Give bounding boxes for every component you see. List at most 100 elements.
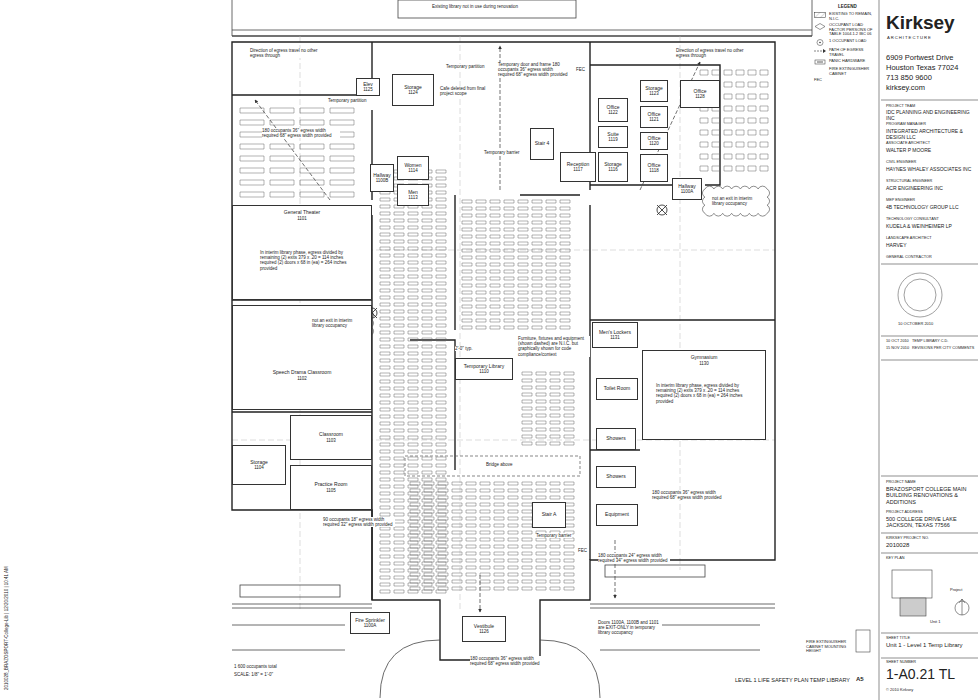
legend-row: FECFIRE EXTINGUISHER CABINET xyxy=(814,67,876,85)
note-label: 4B TECHNOLOGY GROUP LLC xyxy=(886,205,959,211)
room-box: Office1128 xyxy=(680,80,720,108)
key-plan xyxy=(892,570,969,616)
note-label: Houston Texas 77024 xyxy=(886,64,958,73)
note-label: IDC PLANNING AND ENGINEERING INC xyxy=(886,110,976,122)
egress-sample xyxy=(823,49,826,53)
legend-slot: EXISTING TO REMAIN, N.I.C. xyxy=(829,12,876,21)
room-box: Men's Lockers1131 xyxy=(592,322,638,348)
room-box: Storage1104 xyxy=(232,445,286,485)
note-label: PROJECT TEAM xyxy=(886,104,915,108)
site-curbs xyxy=(240,585,340,597)
note-label: GENERAL CONTRACTOR xyxy=(886,255,932,259)
walls xyxy=(590,320,775,450)
egress-sample xyxy=(814,48,826,54)
key-plan xyxy=(892,570,932,598)
note-label: STRUCTURAL ENGINEER xyxy=(886,179,932,183)
note-label: 2'-0" typ. xyxy=(455,346,472,351)
exit-marks xyxy=(657,205,667,215)
note-label: Bridge above xyxy=(486,462,513,467)
room-name: Showers xyxy=(606,436,625,442)
note-label: Cafe deleted from final project scope xyxy=(440,86,488,96)
room-box: Men1113 xyxy=(397,184,429,206)
note-label: KEY PLAN xyxy=(886,556,905,560)
room-number: 1100B xyxy=(376,178,389,183)
fec-sample-slot: FEC xyxy=(814,67,826,85)
cloud-note: not an exit in interim library occupancy xyxy=(312,318,364,328)
room-name: Equipment xyxy=(605,512,629,518)
room-number: 1126 xyxy=(479,629,489,634)
room-number: 1102 xyxy=(297,376,307,381)
room-name: Practice Room xyxy=(315,482,348,488)
bridge-outline xyxy=(405,456,580,476)
hatch-sample xyxy=(814,12,825,17)
site-curbs xyxy=(232,565,775,698)
room-number: 1105 xyxy=(326,488,336,493)
existing-library-band xyxy=(812,0,813,36)
room-number: 1104 xyxy=(254,465,264,470)
legend-row: EXISTING TO REMAIN, N.I.C. xyxy=(814,12,876,21)
room-number: 1116 xyxy=(608,167,617,172)
note-label: 180 occupants 36" egress width required … xyxy=(652,490,726,500)
room-name: Storage xyxy=(604,162,622,168)
note-label: FEC xyxy=(576,67,585,72)
note-label: KUDELA & WEINHEIMER LP xyxy=(886,224,952,230)
hatch-sample xyxy=(814,12,826,18)
room-number: 1124 xyxy=(408,90,418,95)
room-name: Speech Drama Classroom xyxy=(273,370,332,376)
note-label: Existing library not in use during renov… xyxy=(432,4,518,9)
room-number: 1103 xyxy=(326,438,336,443)
room-name: Elev xyxy=(363,82,373,88)
key-plan xyxy=(959,599,965,615)
room-box: Showers xyxy=(596,466,636,488)
occupant-sample xyxy=(819,42,821,44)
note-label: ASSOCIATE ARCHITECT xyxy=(886,141,930,145)
room-name: Fire Sprinkler xyxy=(355,618,385,624)
room-box: Classroom1103 xyxy=(290,415,372,460)
room-name: Men xyxy=(408,190,418,196)
room-name: Storage xyxy=(404,85,422,91)
room-number: 1118 xyxy=(649,168,658,173)
room-number: 1122 xyxy=(608,110,618,115)
note-label: PROGRAM MANAGER xyxy=(886,122,926,126)
room-box: Vestibule1126 xyxy=(462,616,506,642)
room-number: 1125 xyxy=(363,87,373,92)
room-box: Equipment xyxy=(596,504,638,526)
legend-slot: PATH OF EGRESS TRAVEL xyxy=(829,48,876,57)
legend-row: OCCUPANT LOAD FACTOR PERSONS OF TABLE 10… xyxy=(814,23,876,37)
room-number: 1123 xyxy=(649,91,659,96)
legend-text: FIRE EXTINGUISHER CABINET xyxy=(829,66,869,76)
legend-text: OCCUPANT LOAD FACTOR PERSONS OF TABLE 10… xyxy=(829,22,873,36)
walls xyxy=(232,300,372,412)
title-block-lines xyxy=(881,100,978,101)
room-number: 1113 xyxy=(408,195,417,200)
fire-extinguisher-detail xyxy=(856,630,870,652)
legend-text: 1 OCCUPANT LOAD xyxy=(829,38,866,43)
room-name: Women xyxy=(404,163,421,169)
walls xyxy=(232,42,775,660)
title-block-lines xyxy=(879,0,880,700)
existing-library-band xyxy=(232,30,812,31)
note-label: TECHNOLOGY CONSULTANT xyxy=(886,217,939,221)
note-label: LEGEND xyxy=(838,4,857,9)
egress-sample xyxy=(814,50,823,51)
cloud-note: In interim library phase, egress divided… xyxy=(260,250,352,271)
existing-library-band xyxy=(232,35,812,36)
note-label: 713 850 9600 xyxy=(886,74,932,83)
occupant-sample xyxy=(817,39,823,45)
walls xyxy=(410,195,580,470)
room-box: Stair A xyxy=(532,502,566,528)
note-label: LANDSCAPE ARCHITECT xyxy=(886,236,932,240)
legend: EXISTING TO REMAIN, N.I.C. OCCUPANT LOAD… xyxy=(814,12,876,87)
note-label: HAYNES WHALEY ASSOCIATES INC xyxy=(886,167,971,173)
room-box: Office1121 xyxy=(640,106,668,128)
legend-text: PANIC HARDWARE xyxy=(829,58,865,63)
room-name: Showers xyxy=(606,474,625,480)
key-plan xyxy=(900,598,926,616)
legend-row: PATH OF EGRESS TRAVEL xyxy=(814,48,876,57)
title-block-lines xyxy=(881,336,978,337)
title-block-lines xyxy=(881,533,978,534)
exit-marks xyxy=(657,205,667,215)
walls xyxy=(232,42,775,660)
note-label: REVISIONS PER CITY COMMENTS xyxy=(912,346,974,350)
